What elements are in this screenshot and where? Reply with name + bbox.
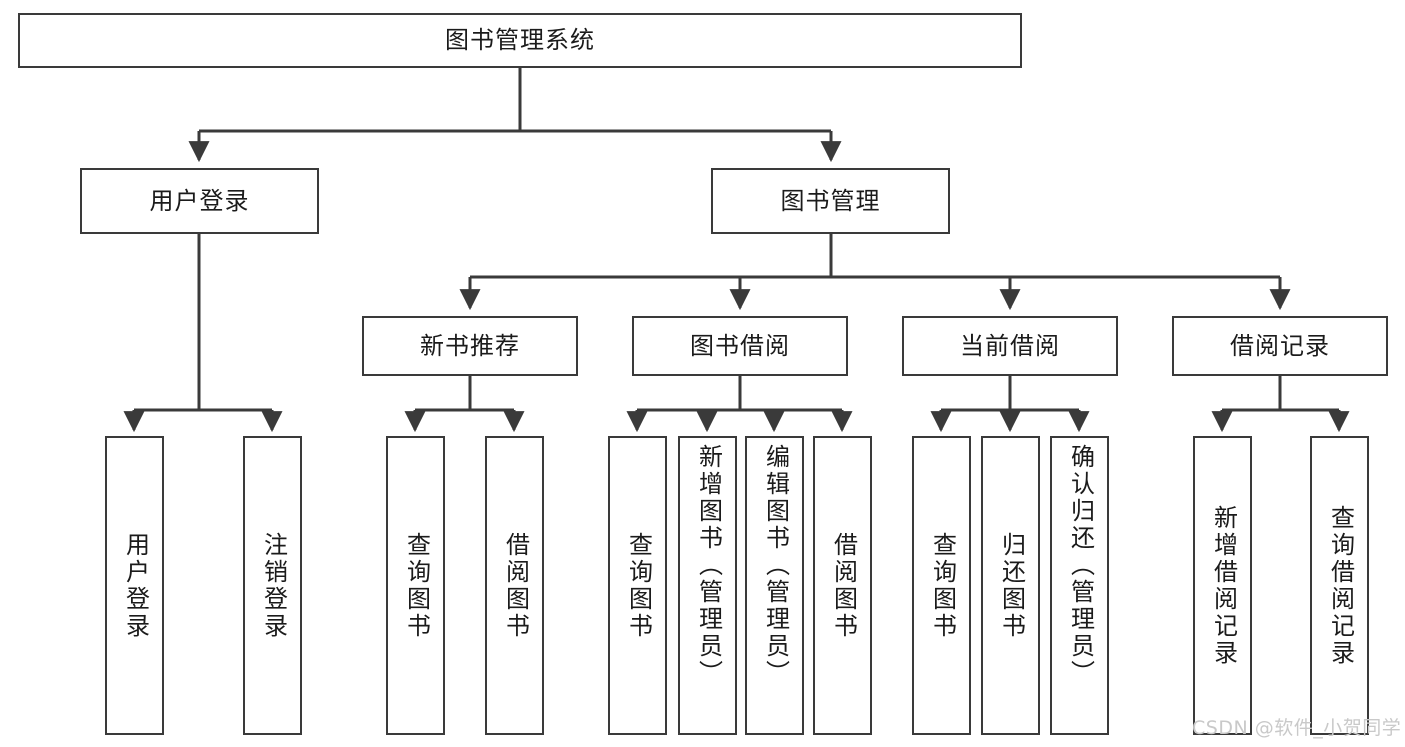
node-current-borrow[interactable]: 当前借阅	[902, 316, 1118, 376]
leaf-query-book-1-label: 查询图书	[402, 531, 431, 640]
node-borrow-record[interactable]: 借阅记录	[1172, 316, 1388, 376]
node-book-borrow[interactable]: 图书借阅	[632, 316, 848, 376]
node-borrow-record-label: 借阅记录	[1230, 331, 1330, 360]
node-new-book-recommend[interactable]: 新书推荐	[362, 316, 578, 376]
leaf-confirm-return[interactable]: 确认归还（管理员）	[1050, 436, 1109, 735]
node-root[interactable]: 图书管理系统	[18, 13, 1022, 68]
leaf-user-login-label: 用户登录	[121, 531, 150, 640]
node-book-manage-label: 图书管理	[780, 186, 881, 215]
leaf-borrow-book-2[interactable]: 借阅图书	[813, 436, 872, 735]
leaf-borrow-book-1-label: 借阅图书	[501, 531, 530, 640]
leaf-add-record[interactable]: 新增借阅记录	[1193, 436, 1252, 735]
leaf-query-book-3-label: 查询图书	[928, 531, 957, 640]
leaf-query-book-3[interactable]: 查询图书	[912, 436, 971, 735]
leaf-return-book[interactable]: 归还图书	[981, 436, 1040, 735]
leaf-edit-book[interactable]: 编辑图书（管理员）	[745, 436, 804, 735]
leaf-borrow-book-2-label: 借阅图书	[829, 531, 858, 640]
leaf-query-book-1[interactable]: 查询图书	[386, 436, 445, 735]
node-user-login[interactable]: 用户登录	[80, 168, 319, 234]
leaf-query-record[interactable]: 查询借阅记录	[1310, 436, 1369, 735]
leaf-add-book[interactable]: 新增图书（管理员）	[678, 436, 737, 735]
leaf-logout-login[interactable]: 注销登录	[243, 436, 302, 735]
node-root-label: 图书管理系统	[445, 26, 595, 55]
node-new-book-recommend-label: 新书推荐	[420, 331, 520, 360]
leaf-confirm-return-label: 确认归还（管理员）	[1066, 444, 1095, 687]
leaf-borrow-book-1[interactable]: 借阅图书	[485, 436, 544, 735]
leaf-query-book-2-label: 查询图书	[624, 531, 653, 640]
leaf-query-record-label: 查询借阅记录	[1326, 504, 1355, 667]
node-user-login-label: 用户登录	[149, 186, 250, 215]
leaf-logout-login-label: 注销登录	[259, 531, 288, 640]
leaf-add-record-label: 新增借阅记录	[1209, 504, 1238, 667]
node-book-borrow-label: 图书借阅	[690, 331, 790, 360]
node-book-manage[interactable]: 图书管理	[711, 168, 950, 234]
leaf-add-book-label: 新增图书（管理员）	[694, 444, 723, 687]
leaf-query-book-2[interactable]: 查询图书	[608, 436, 667, 735]
leaf-edit-book-label: 编辑图书（管理员）	[761, 444, 790, 687]
node-current-borrow-label: 当前借阅	[960, 331, 1060, 360]
leaf-return-book-label: 归还图书	[997, 531, 1026, 640]
leaf-user-login[interactable]: 用户登录	[105, 436, 164, 735]
